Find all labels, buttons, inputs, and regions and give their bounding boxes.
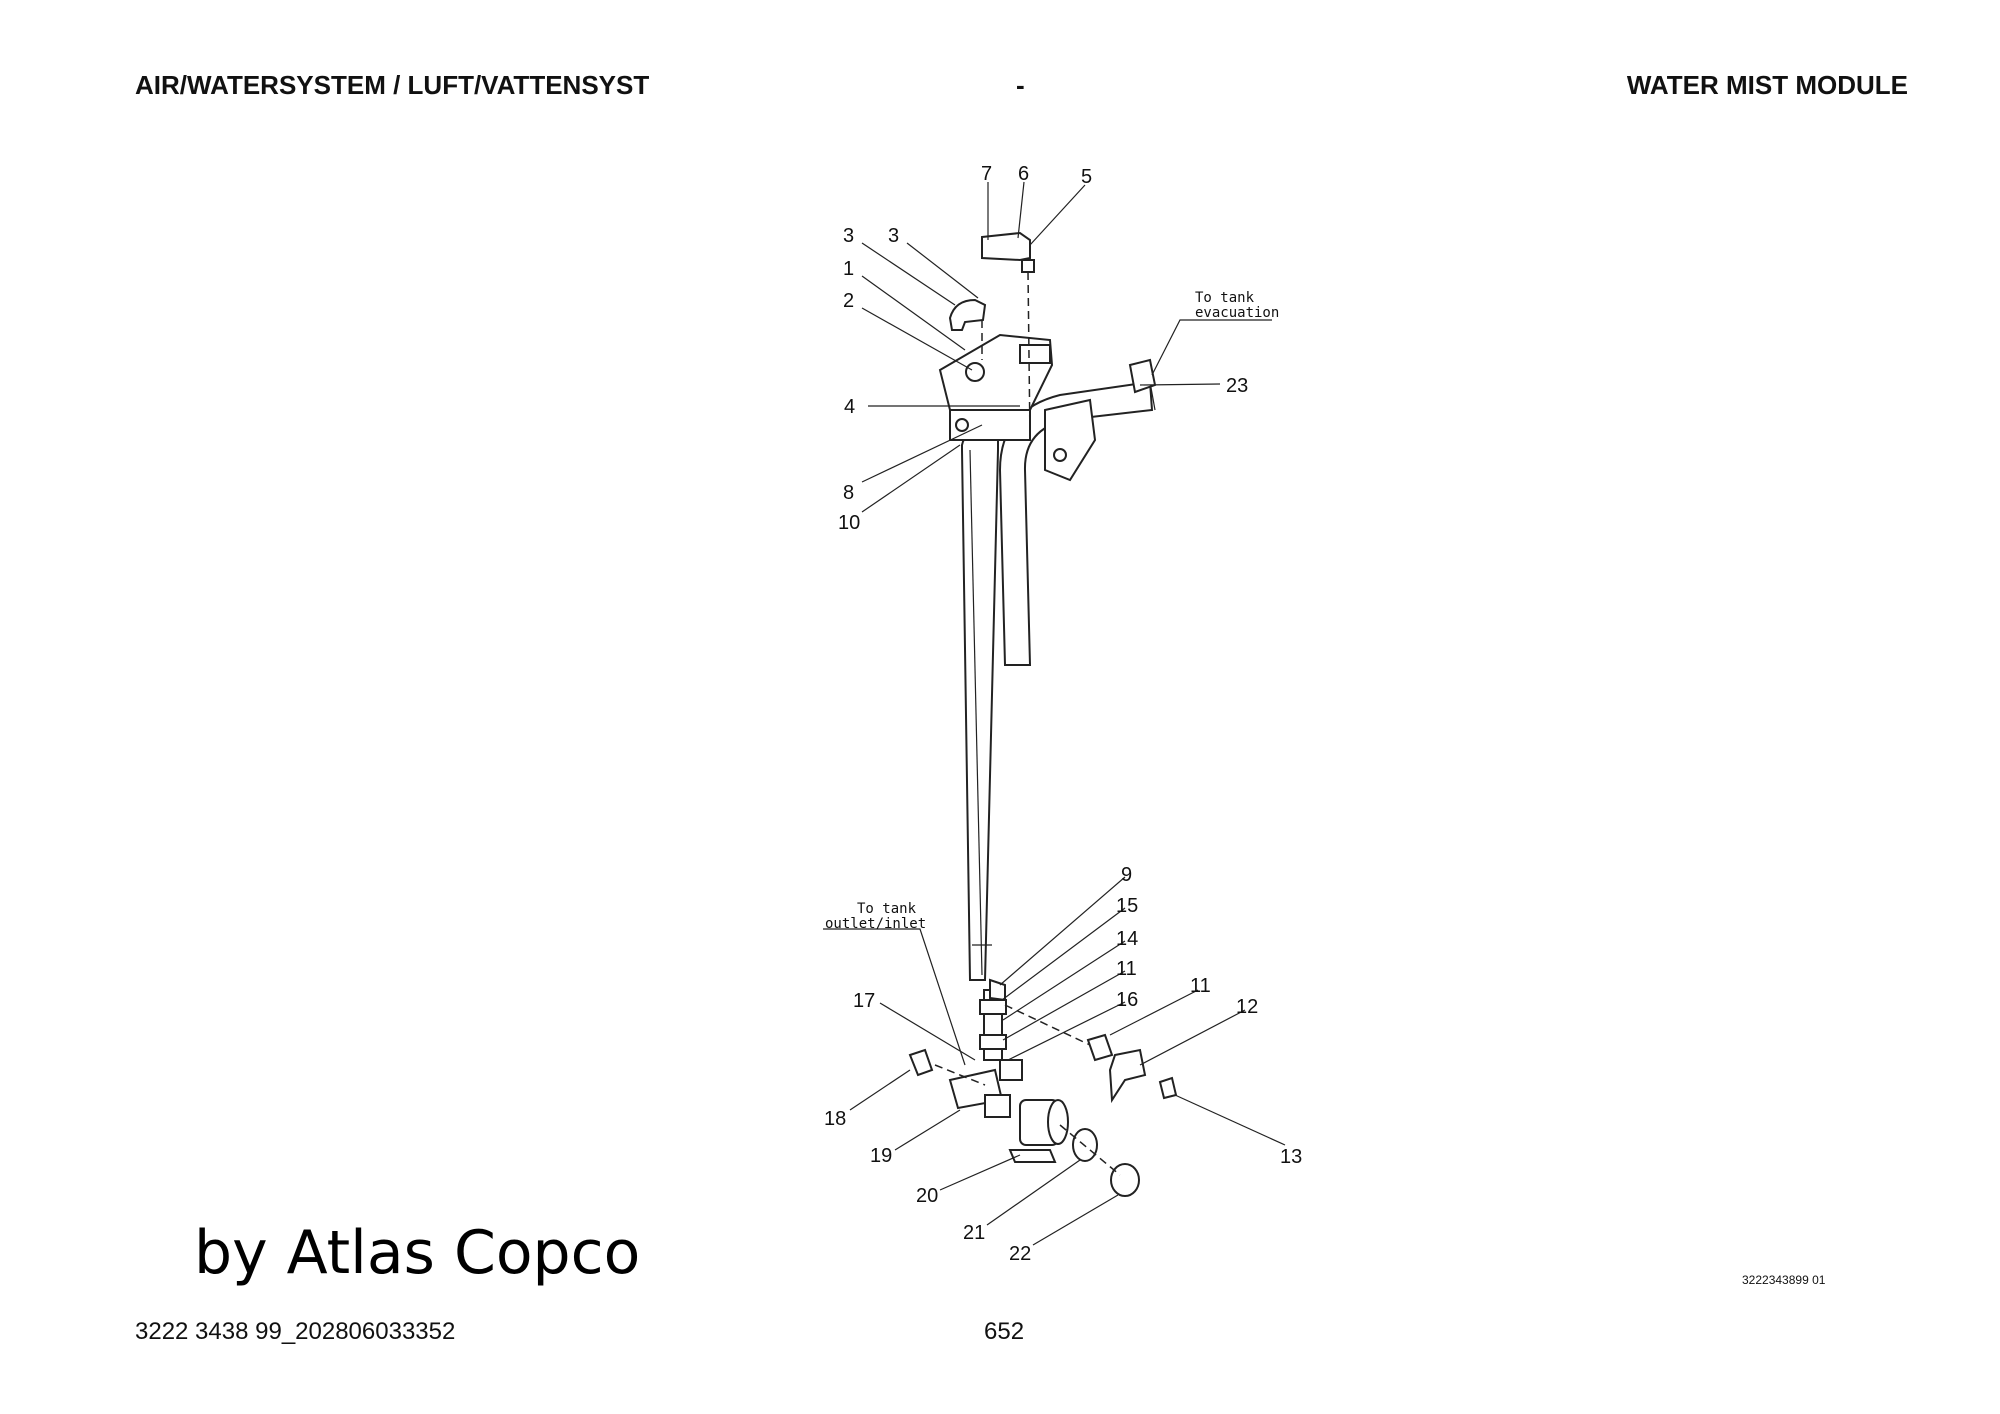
callout-10: 10: [838, 512, 860, 534]
callout-20: 20: [916, 1185, 938, 1207]
callout-21: 21: [963, 1222, 985, 1244]
callout-23: 23: [1226, 375, 1248, 397]
drawing-reference: 3222343899 01: [1742, 1273, 1826, 1287]
callout-1: 1: [843, 258, 854, 280]
hose-long: [961, 428, 999, 981]
elbow-fittings-top: [948, 231, 1157, 441]
valve-block: [938, 333, 1097, 482]
note-outlet-line1: To tank: [857, 901, 917, 917]
callout-17: 17: [853, 990, 875, 1012]
callout-6: 6: [1018, 163, 1029, 185]
callout-3: 3: [843, 225, 854, 247]
connection-notes: To tank evacuation To tank outlet/inlet: [825, 290, 1279, 932]
callout-11b: 11: [1190, 975, 1211, 997]
note-evacuation-line1: To tank: [1195, 290, 1255, 306]
header-module-title: WATER MIST MODULE: [1626, 70, 1908, 100]
callout-labels: 7 6 5 3 3 1 2 4 8 10 23 9 15 14 11 16 11…: [824, 163, 1302, 1265]
callout-15: 15: [1116, 895, 1138, 917]
callout-7: 7: [981, 163, 992, 185]
callout-11: 11: [1116, 958, 1137, 980]
watermark: by Atlas Copco: [194, 1218, 641, 1288]
callout-3b: 3: [888, 225, 899, 247]
callout-19: 19: [870, 1145, 892, 1167]
note-evacuation-line2: evacuation: [1195, 305, 1279, 321]
leader-lines: [823, 181, 1286, 1246]
callout-18: 18: [824, 1108, 846, 1130]
callout-13: 13: [1280, 1146, 1302, 1168]
header-section-title: AIR/WATERSYSTEM / LUFT/VATTENSYST: [135, 70, 650, 100]
ball-valve-assembly: [908, 978, 1178, 1197]
note-outlet-line2: outlet/inlet: [825, 916, 926, 932]
callout-5: 5: [1081, 166, 1092, 188]
callout-16: 16: [1116, 989, 1138, 1011]
callout-2: 2: [843, 290, 854, 312]
header-separator: -: [1016, 70, 1025, 100]
callout-4: 4: [844, 396, 855, 418]
callout-22: 22: [1009, 1243, 1031, 1265]
callout-14: 14: [1116, 928, 1138, 950]
callout-12: 12: [1236, 996, 1258, 1018]
callout-8: 8: [843, 482, 854, 504]
page-number: 652: [984, 1318, 1025, 1345]
footer-doc-id: 3222 3438 99_202806033352: [135, 1318, 456, 1345]
callout-9: 9: [1121, 864, 1132, 886]
